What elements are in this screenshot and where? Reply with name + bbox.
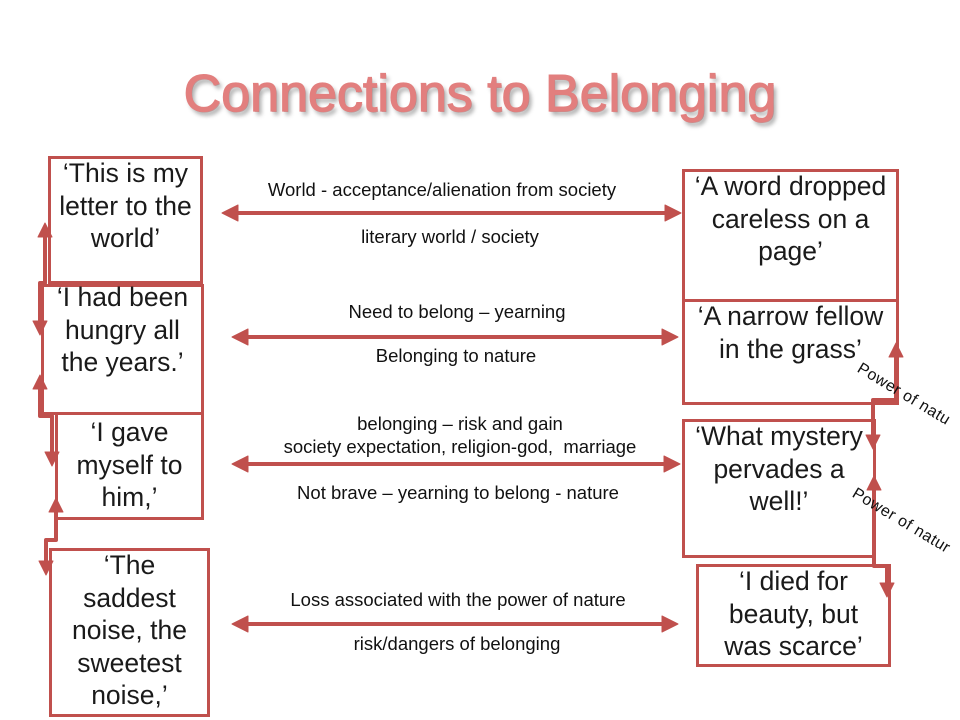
connection-2-label-above: Need to belong – yearning	[207, 300, 707, 323]
quote-line: ‘I gave	[90, 417, 169, 447]
connection-4-label-above: Loss associated with the power of nature	[208, 588, 708, 611]
connection-arrow-2	[231, 328, 679, 346]
arrowhead-left	[231, 328, 249, 346]
quote-text: ‘I gave myself to him,’	[58, 416, 201, 514]
quote-line: ‘This is my	[62, 158, 189, 188]
quote-line: ‘What mystery	[695, 421, 863, 451]
quote-line: well!’	[749, 486, 809, 516]
quote-text: ‘A word dropped careless on a page’	[685, 170, 896, 268]
quote-line: in the grass’	[719, 333, 862, 364]
quote-line: letter to the	[59, 190, 192, 221]
quote-line: sweetest	[77, 647, 182, 678]
quote-line: myself to	[76, 449, 183, 480]
arrowhead-right	[661, 615, 679, 633]
slide-title: Connections to Belonging	[183, 65, 777, 123]
quote-line: hungry all	[65, 314, 180, 345]
arrowhead-right	[664, 204, 682, 222]
arrowhead-left	[231, 455, 249, 473]
label-line: society expectation, religion-god, marri…	[283, 436, 637, 457]
arrowhead-left	[231, 615, 249, 633]
quote-line: ‘A word dropped	[694, 171, 887, 201]
label-line: Need to belong – yearning	[348, 301, 566, 322]
connection-3-label-below: Not brave – yearning to belong - nature	[208, 481, 708, 504]
quote-box-died-for-beauty: ‘I died for beauty, but was scarce’	[696, 564, 891, 667]
quote-line: noise,’	[91, 680, 168, 710]
label-line: belonging – risk and gain	[357, 413, 563, 434]
quote-line: noise, the	[72, 615, 187, 645]
quote-box-word-dropped-careless: ‘A word dropped careless on a page’	[682, 169, 899, 302]
connection-4-label-below: risk/dangers of belonging	[207, 632, 707, 655]
label-line: Loss associated with the power of nature	[290, 589, 626, 610]
quote-line: careless on a	[711, 203, 870, 234]
quote-line: beauty, but	[728, 598, 859, 629]
quote-box-narrow-fellow: ‘A narrow fellow in the grass’	[682, 299, 899, 405]
label-line: risk/dangers of belonging	[353, 633, 561, 654]
quote-line: world’	[90, 223, 161, 253]
quote-box-hungry-all-the-years: ‘I had been hungry all the years.’	[41, 281, 204, 415]
quote-box-gave-myself-to-him: ‘I gave myself to him,’	[55, 412, 204, 520]
label-line: World - acceptance/alienation from socie…	[267, 179, 617, 200]
quote-line: pervades a	[713, 453, 845, 484]
label-line: Belonging to nature	[375, 345, 537, 366]
quote-line: ‘A narrow fellow	[697, 301, 884, 331]
arrowhead-right	[663, 455, 681, 473]
quote-box-saddest-noise: ‘The saddest noise, the sweetest noise,’	[49, 548, 210, 717]
quote-line: saddest	[83, 582, 176, 613]
quote-text: ‘What mystery pervades a well!’	[685, 420, 873, 518]
connection-3-label-above: belonging – risk and gain society expect…	[210, 412, 710, 458]
quote-text: ‘A narrow fellow in the grass’	[685, 300, 896, 365]
quote-text: ‘I died for beauty, but was scarce’	[699, 565, 888, 663]
label-line: Not brave – yearning to belong - nature	[297, 482, 619, 503]
arrowhead-left	[221, 204, 239, 222]
arrowhead-right	[661, 328, 679, 346]
connection-2-label-below: Belonging to nature	[206, 344, 706, 367]
quote-text: ‘I had been hungry all the years.’	[44, 281, 201, 379]
connection-arrow-1	[221, 204, 682, 222]
quote-line: page’	[758, 236, 823, 266]
quote-box-mystery-pervades-a-well: ‘What mystery pervades a well!’	[682, 419, 876, 558]
connection-arrow-3	[231, 455, 681, 473]
label-line: literary world / society	[361, 226, 539, 247]
connection-1-label-below: literary world / society	[200, 225, 700, 248]
quote-line: ‘I had been	[56, 282, 189, 312]
quote-line: him,’	[101, 482, 158, 512]
quote-line: ‘I died for	[738, 566, 848, 596]
quote-line: the years.’	[61, 347, 184, 377]
quote-text: ‘This is my letter to the world’	[51, 157, 200, 255]
quote-text: ‘The saddest noise, the sweetest noise,’	[52, 549, 207, 712]
connection-arrow-4	[231, 615, 679, 633]
connection-1-label-above: World - acceptance/alienation from socie…	[192, 178, 692, 201]
quote-box-letter-to-the-world: ‘This is my letter to the world’	[48, 156, 203, 284]
quote-line: ‘The	[103, 550, 156, 580]
quote-line: was scarce’	[724, 631, 863, 661]
